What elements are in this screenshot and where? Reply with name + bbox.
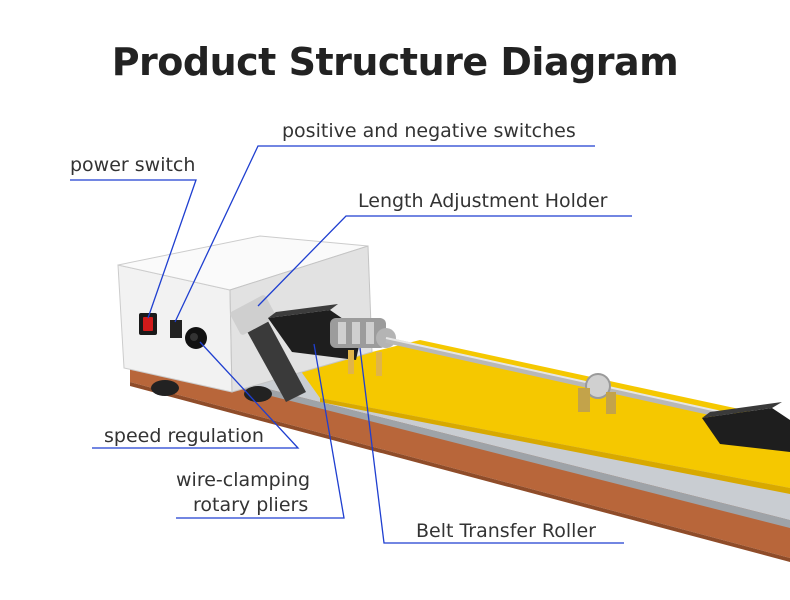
label-power-switch: power switch bbox=[70, 154, 196, 176]
leader-belt bbox=[359, 347, 624, 544]
leader-length bbox=[257, 215, 632, 307]
rod-support bbox=[578, 373, 616, 414]
label-positive-negative-switches: positive and negative switches bbox=[282, 120, 576, 142]
belt-transfer-roller bbox=[330, 318, 396, 376]
leader-lines bbox=[70, 145, 632, 544]
leader-wire bbox=[176, 343, 345, 519]
label-speed-regulation: speed regulation bbox=[104, 425, 264, 447]
page-title: Product Structure Diagram bbox=[111, 40, 679, 84]
label-belt-transfer-roller: Belt Transfer Roller bbox=[416, 520, 596, 542]
wooden-base bbox=[130, 368, 790, 558]
direction-switch bbox=[170, 320, 182, 338]
foot bbox=[151, 380, 179, 396]
leader-power bbox=[70, 179, 197, 319]
right-clamp bbox=[702, 402, 790, 452]
label-rotary-pliers: rotary pliers bbox=[193, 494, 309, 516]
yellow-belt-plate bbox=[300, 340, 790, 488]
label-wire-clamping: wire-clamping bbox=[176, 469, 311, 491]
leader-positive bbox=[174, 145, 595, 323]
leader-speed bbox=[92, 341, 300, 449]
label-length-adjustment-holder: Length Adjustment Holder bbox=[358, 190, 608, 212]
clamp-arm bbox=[244, 310, 306, 402]
